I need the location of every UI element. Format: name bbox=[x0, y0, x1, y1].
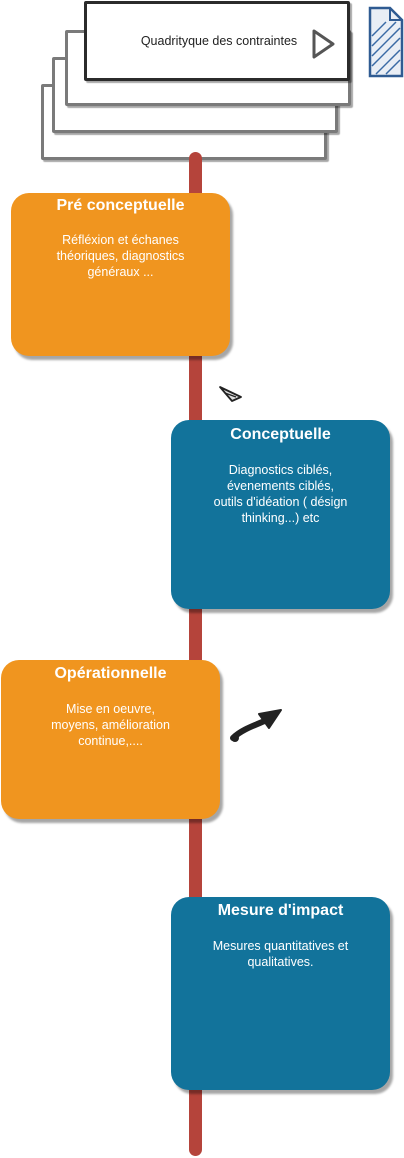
phase-description: Mesures quantitatives et qualitatives. bbox=[212, 939, 349, 969]
phase-title: Pré conceptuelle bbox=[56, 197, 185, 214]
phase-title: Opérationnelle bbox=[54, 665, 167, 682]
arrow-icon[interactable] bbox=[227, 706, 285, 746]
phase-operationnelle[interactable]: Opérationnelle Mise en oeuvre, moyens, a… bbox=[1, 660, 220, 819]
document-icon[interactable] bbox=[366, 6, 404, 80]
stack-title: Quadrityque des contraintes bbox=[140, 34, 298, 48]
phase-description: Mise en oeuvre, moyens, amélioration con… bbox=[51, 702, 170, 748]
phase-title: Mesure d'impact bbox=[217, 902, 344, 919]
phase-title: Conceptuelle bbox=[230, 426, 331, 443]
phase-description: Réfléxion et échanes théoriques, diagnos… bbox=[56, 233, 185, 279]
stack-card-front[interactable]: Quadrityque des contraintes bbox=[84, 1, 350, 81]
phase-conceptuelle[interactable]: Conceptuelle Diagnostics ciblés, éveneme… bbox=[171, 420, 390, 609]
play-icon[interactable] bbox=[311, 28, 337, 60]
phase-mesure-impact[interactable]: Mesure d'impact Mesures quantitatives et… bbox=[171, 897, 390, 1090]
phase-description: Diagnostics ciblés, évenements ciblés, o… bbox=[213, 463, 348, 525]
pen-icon[interactable] bbox=[218, 384, 244, 404]
phase-pre-conceptuelle[interactable]: Pré conceptuelle Réfléxion et échanes th… bbox=[11, 193, 230, 356]
